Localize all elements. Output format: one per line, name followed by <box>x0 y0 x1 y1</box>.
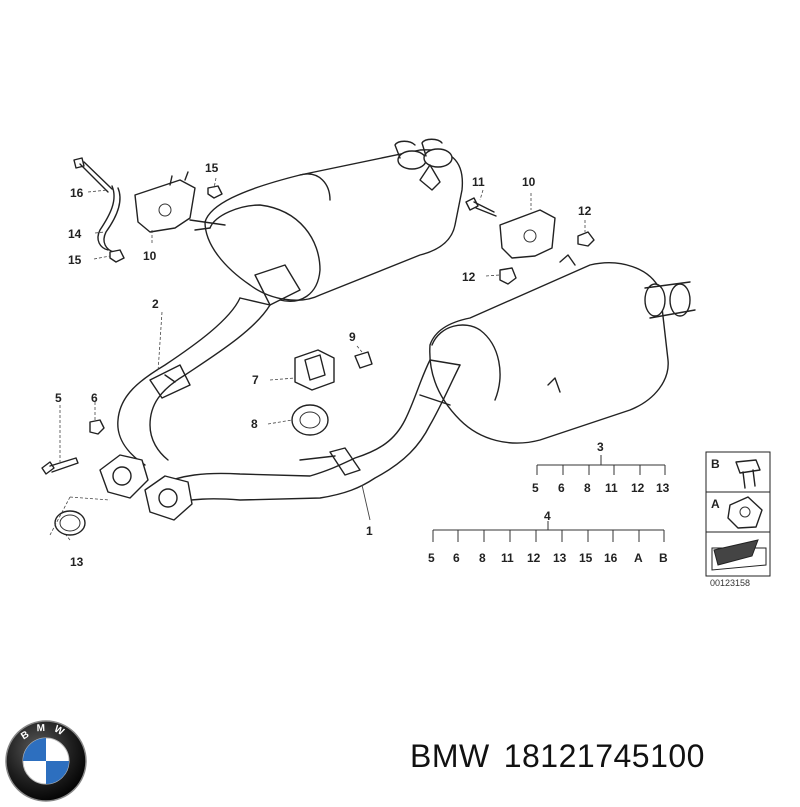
bolt-b-icon <box>735 459 761 489</box>
kit-4-item: 6 <box>453 551 460 565</box>
bolt-9 <box>354 351 373 369</box>
lower-muffler <box>429 254 696 444</box>
brand-name: BMW <box>410 738 490 774</box>
kit-4-item: 5 <box>428 551 435 565</box>
kit-3-bracket <box>536 455 666 475</box>
kit-4-item: 16 <box>604 551 618 565</box>
kit-3-item: 5 <box>532 481 539 495</box>
kit-4-item: B <box>659 551 668 565</box>
upper-muffler <box>189 138 464 302</box>
legend-panel <box>705 451 771 577</box>
strap-14 <box>97 185 121 253</box>
kit-4-label: 4 <box>544 509 551 523</box>
kit-4-item: 11 <box>501 551 514 565</box>
legend-a-label: A <box>711 497 720 511</box>
flange-left <box>99 454 149 499</box>
kit-4-bracket <box>432 521 665 542</box>
bolt-5 <box>41 457 79 475</box>
nut-15-right <box>207 185 223 199</box>
nut-15-left <box>109 249 125 263</box>
nut-12-lower <box>499 267 517 285</box>
kit-3-item: 8 <box>584 481 591 495</box>
callout-15-bottom: 15 <box>68 253 82 267</box>
kit-3-item: 13 <box>656 481 670 495</box>
kit-3-label: 3 <box>597 440 604 454</box>
callout-12-right: 12 <box>578 204 592 218</box>
pipe-1 <box>159 359 461 506</box>
flange-right <box>144 475 193 521</box>
callout-12-lower: 12 <box>462 270 476 284</box>
logo-quadrant-br <box>46 761 69 784</box>
bracket-10-right <box>499 209 556 259</box>
callout-8: 8 <box>251 417 258 431</box>
callout-9: 9 <box>349 330 356 344</box>
pipe-2 <box>117 264 301 466</box>
drawing-number: 00123158 <box>710 578 750 588</box>
kit-3-item: 6 <box>558 481 565 495</box>
legend-b-label: B <box>711 457 720 471</box>
nut-12-right <box>577 231 595 247</box>
clamp-8 <box>291 404 329 436</box>
gasket-a-icon <box>727 496 763 529</box>
kit-4-item: A <box>634 551 643 565</box>
kit-4-item: 8 <box>479 551 486 565</box>
arrow-icon <box>711 539 767 571</box>
bolt-11 <box>465 197 497 217</box>
kit-3-item: 11 <box>605 481 618 495</box>
gasket-13 <box>54 510 86 536</box>
callout-6: 6 <box>91 391 98 405</box>
kit-4-item: 15 <box>579 551 593 565</box>
callout-16: 16 <box>70 186 84 200</box>
kit-4-item: 12 <box>527 551 541 565</box>
callout-5: 5 <box>55 391 62 405</box>
callout-13: 13 <box>70 555 84 569</box>
part-number: 18121745100 <box>503 738 705 774</box>
bracket-10-left <box>134 171 196 233</box>
callout-11: 11 <box>472 175 485 189</box>
part-caption: BMW 18121745100 <box>410 738 719 775</box>
callout-10-left: 10 <box>143 249 157 263</box>
callout-15-top: 15 <box>205 161 219 175</box>
callout-14: 14 <box>68 227 82 241</box>
hanger-7 <box>294 349 335 391</box>
callout-10-right: 10 <box>522 175 536 189</box>
callout-1: 1 <box>366 524 373 538</box>
logo-quadrant-tl <box>23 738 46 761</box>
bolt-16 <box>73 157 113 193</box>
bmw-logo: BMW <box>5 720 87 802</box>
kit-3-item: 12 <box>631 481 645 495</box>
nut-6 <box>89 419 105 435</box>
callout-2: 2 <box>152 297 159 311</box>
kit-4-item: 13 <box>553 551 567 565</box>
callout-7: 7 <box>252 373 259 387</box>
